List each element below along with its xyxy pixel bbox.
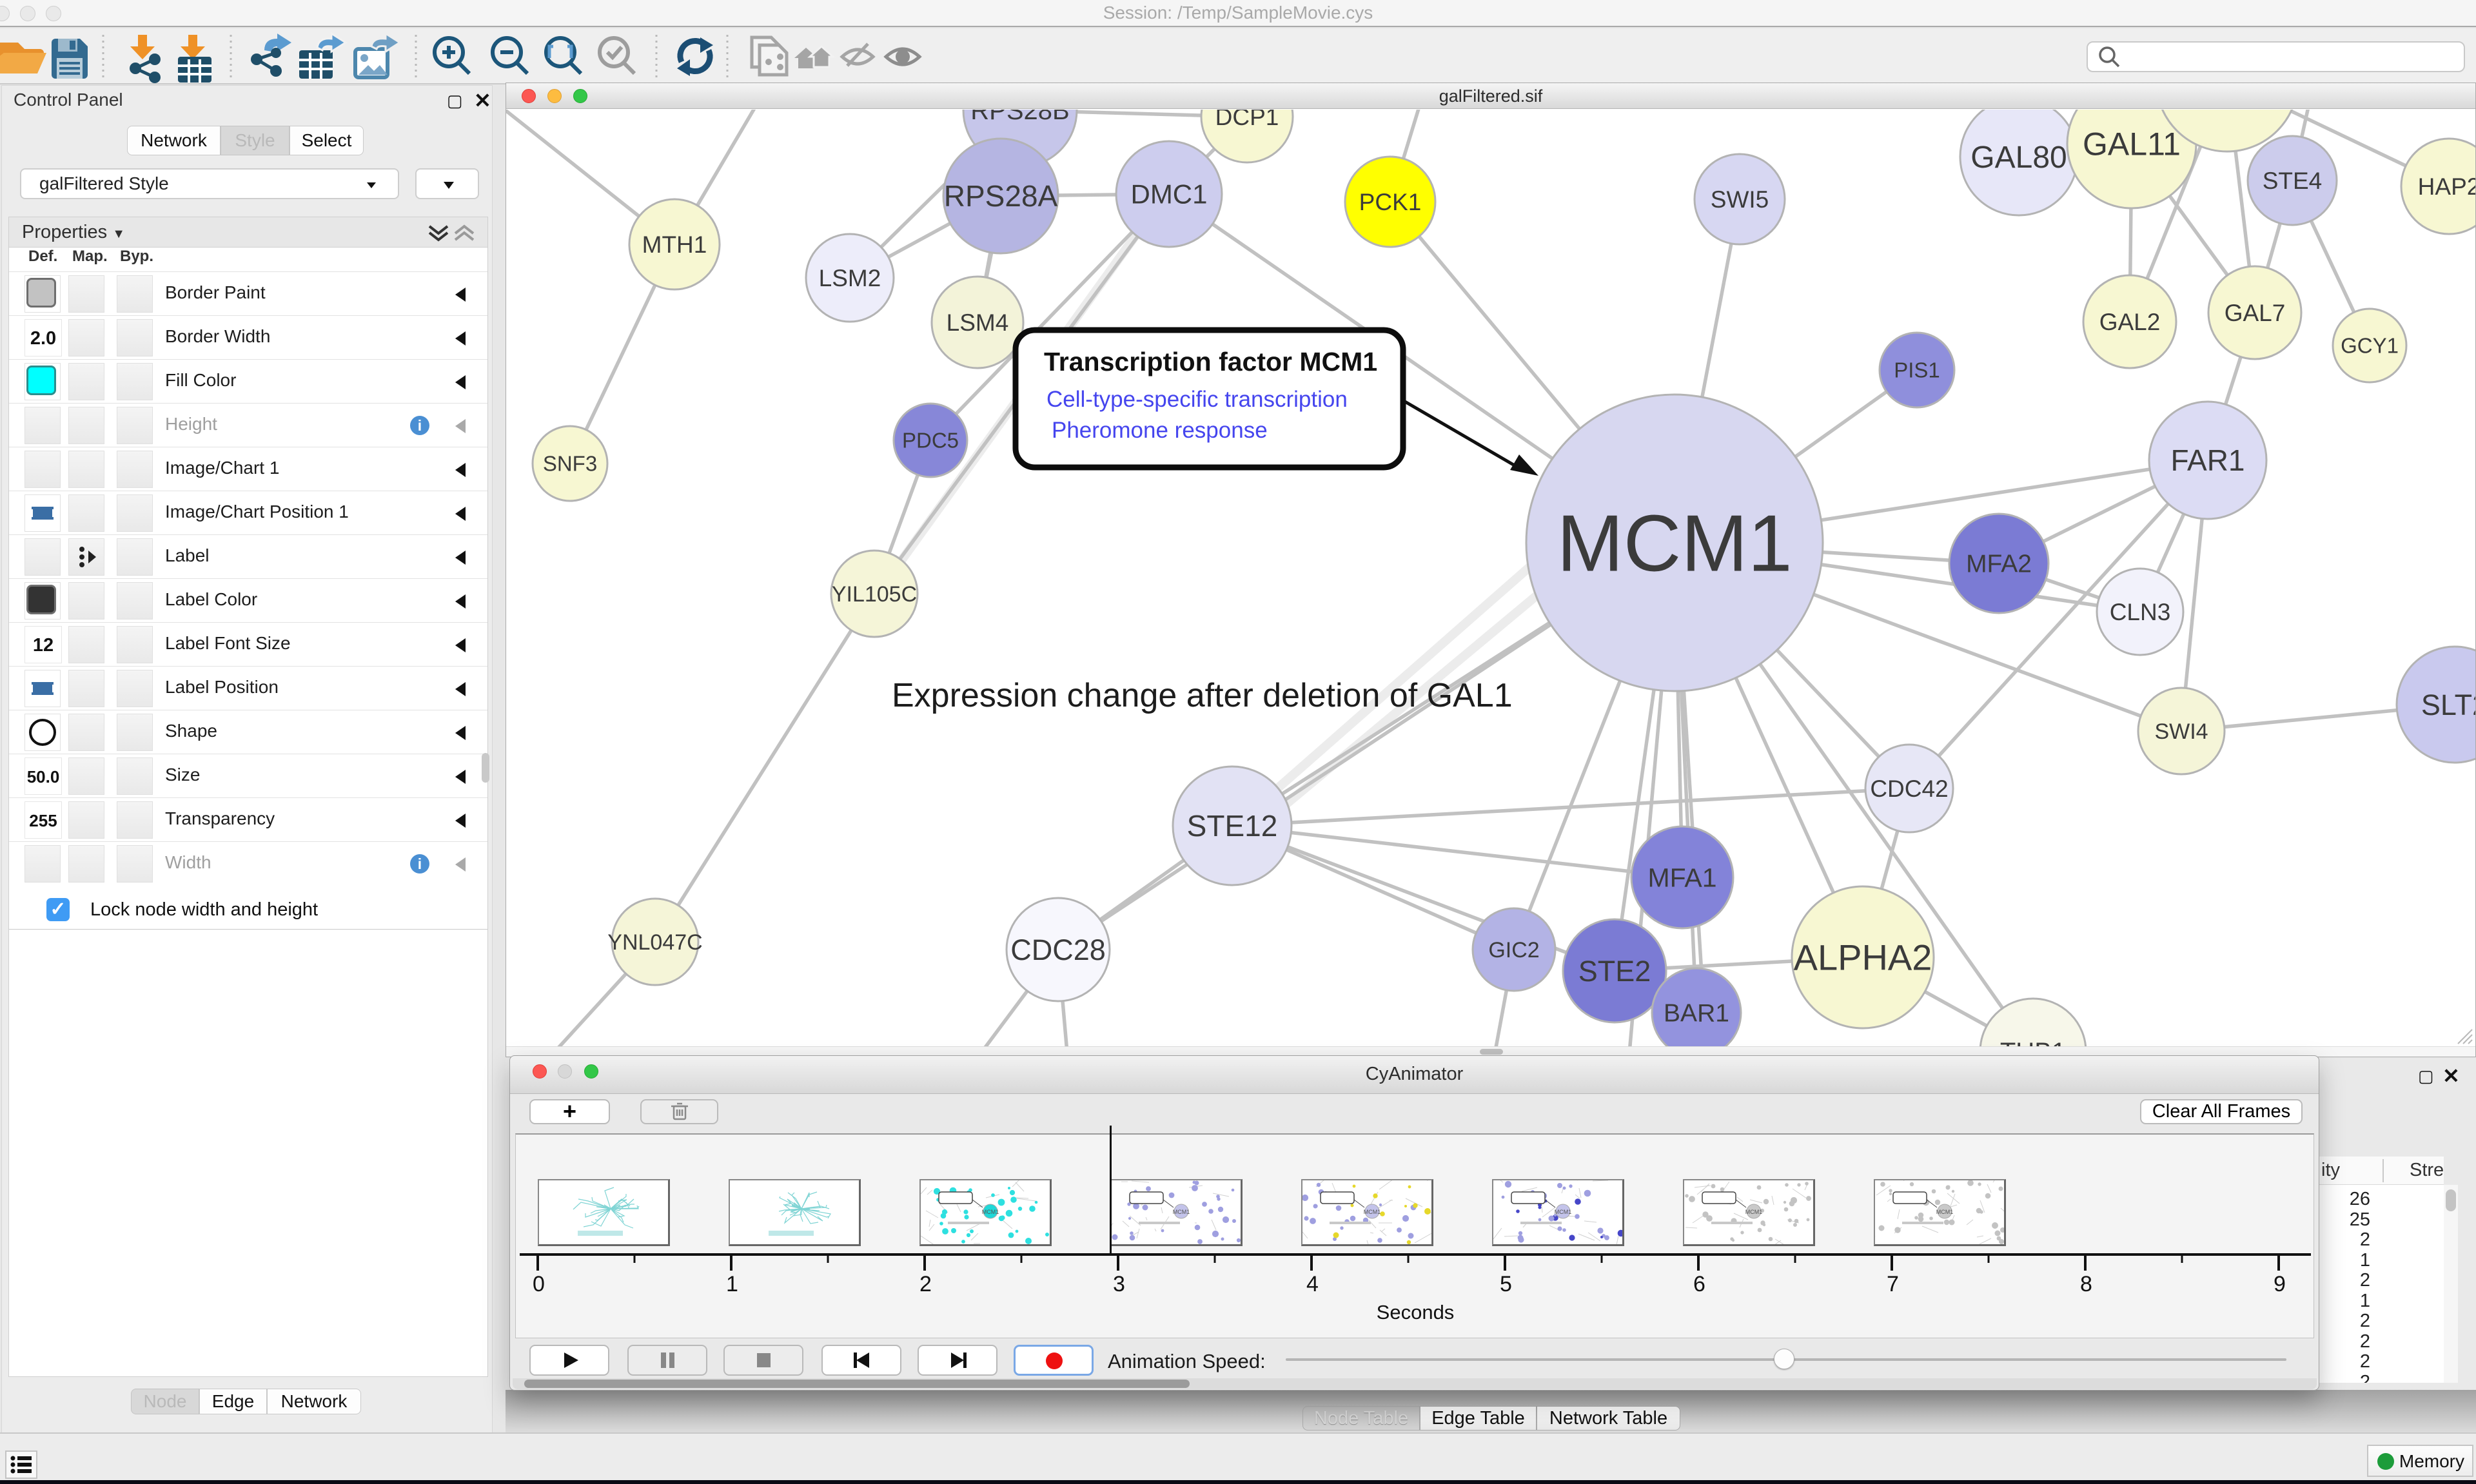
svg-text:8: 8	[2080, 1272, 2092, 1296]
svg-text:GIC2: GIC2	[1488, 938, 1539, 962]
svg-text:MCM1: MCM1	[1745, 1209, 1763, 1215]
svg-text:YIL105C: YIL105C	[832, 582, 917, 607]
svg-text:2: 2	[919, 1272, 932, 1296]
svg-text:YNL047C: YNL047C	[607, 930, 702, 955]
svg-text:5: 5	[1500, 1272, 1512, 1296]
svg-text:DMC1: DMC1	[1130, 179, 1207, 210]
svg-text:GCY1: GCY1	[2341, 334, 2399, 358]
svg-text:LSM2: LSM2	[819, 265, 881, 291]
svg-text:Expression change after deleti: Expression change after deletion of GAL1	[892, 677, 1513, 714]
svg-text:RPS28B: RPS28B	[970, 110, 1069, 125]
svg-text:CDC28: CDC28	[1010, 933, 1106, 966]
svg-text:SWI5: SWI5	[1711, 186, 1769, 213]
svg-text:LSM4: LSM4	[947, 309, 1009, 336]
svg-text:RPS28A: RPS28A	[944, 179, 1058, 213]
svg-text:GAL2: GAL2	[2099, 309, 2161, 335]
svg-text:MCM1: MCM1	[1936, 1209, 1954, 1215]
svg-text:CLN3: CLN3	[2110, 599, 2171, 625]
svg-text:FAR1: FAR1	[2170, 444, 2245, 477]
svg-text:GAL11: GAL11	[2083, 126, 2181, 162]
svg-text:9: 9	[2274, 1272, 2286, 1296]
svg-text:STE4: STE4	[2263, 168, 2323, 194]
svg-text:0: 0	[533, 1272, 545, 1296]
svg-text:PCK1: PCK1	[1359, 189, 1422, 215]
svg-text:GAL7: GAL7	[2225, 300, 2286, 326]
svg-text:GAL80: GAL80	[1970, 141, 2067, 175]
svg-text:STE2: STE2	[1578, 955, 1651, 988]
svg-text:6: 6	[1693, 1272, 1705, 1296]
svg-text:7: 7	[1887, 1272, 1899, 1296]
svg-text:SWI4: SWI4	[2154, 719, 2208, 744]
svg-text:HAP2: HAP2	[2418, 173, 2475, 200]
svg-text:TUB1: TUB1	[2000, 1038, 2066, 1046]
svg-text:Transcription factor MCM1: Transcription factor MCM1	[1044, 347, 1377, 376]
svg-text:MCM1: MCM1	[1173, 1209, 1190, 1215]
svg-text:PIS1: PIS1	[1894, 358, 1940, 382]
svg-text:SNF3: SNF3	[543, 452, 597, 476]
svg-text:MTH1: MTH1	[642, 231, 707, 258]
svg-text:Pheromone response: Pheromone response	[1052, 418, 1268, 443]
svg-text:3: 3	[1113, 1272, 1125, 1296]
svg-text:BAR1: BAR1	[1664, 1000, 1729, 1028]
svg-text:Cell-type-specific transcripti: Cell-type-specific transcription	[1046, 387, 1348, 412]
svg-text:4: 4	[1306, 1272, 1319, 1296]
svg-text:ALPHA2: ALPHA2	[1794, 937, 1932, 978]
svg-text:MCM1: MCM1	[1364, 1209, 1381, 1215]
svg-text:SLT2: SLT2	[2421, 688, 2475, 721]
svg-text:PDC5: PDC5	[902, 429, 959, 453]
svg-text:MFA1: MFA1	[1647, 863, 1716, 892]
svg-text:MFA2: MFA2	[1966, 551, 2032, 578]
svg-text:MCM1: MCM1	[1557, 499, 1792, 588]
svg-text:DCP1: DCP1	[1215, 110, 1279, 130]
svg-text:CDC42: CDC42	[1870, 776, 1948, 802]
svg-text:MCM1: MCM1	[982, 1209, 999, 1215]
svg-text:MCM1: MCM1	[1555, 1209, 1572, 1215]
svg-text:STE12: STE12	[1187, 809, 1278, 843]
svg-text:1: 1	[726, 1272, 738, 1296]
